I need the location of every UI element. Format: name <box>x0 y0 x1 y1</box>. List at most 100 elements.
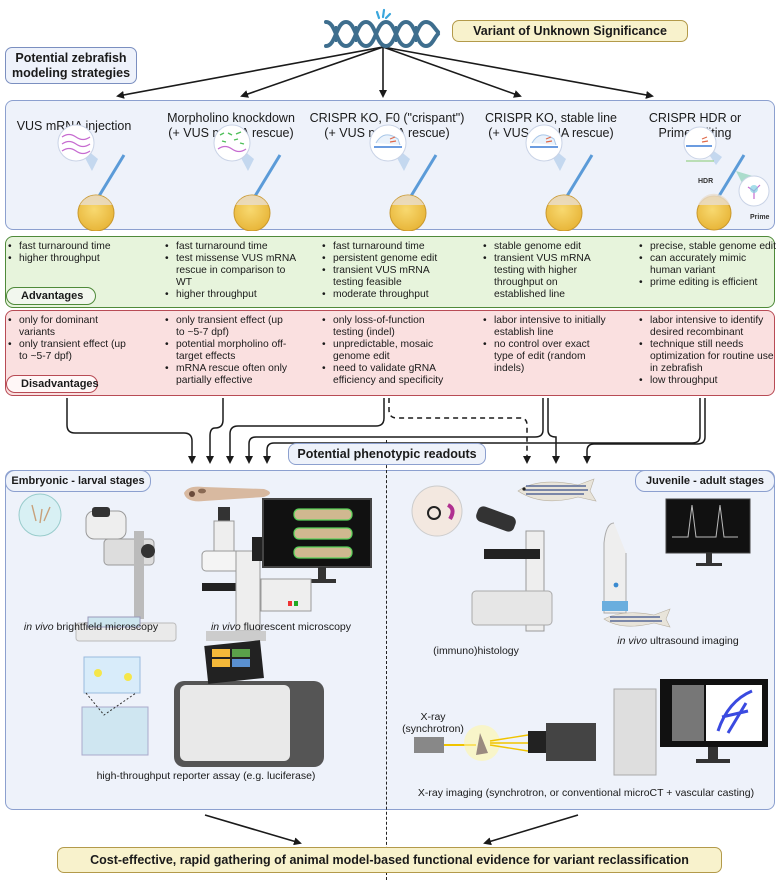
ultrasound-caption-text: ultrasound imaging <box>647 635 739 647</box>
list-item: higher throughput <box>6 253 156 265</box>
histology-caption: (immuno)histology <box>416 645 536 657</box>
disadvantages-panel: only for dominant variants only transien… <box>5 310 775 396</box>
advantages-column-4: stable genome edit transient VUS mRNA te… <box>481 241 611 301</box>
list-item: only for dominant variants <box>6 315 136 339</box>
strategy-4-line1: CRISPR KO, stable line <box>485 111 617 125</box>
disadvantages-column-3: only loss-of-function testing (indel) un… <box>320 315 470 387</box>
list-item: only loss-of-function testing (indel) <box>320 315 440 339</box>
brightfield-caption: in vivo brightfield microscopy <box>6 621 176 633</box>
list-item: unpredictable, mosaic genome edit <box>320 339 445 363</box>
vus-label: Variant of Unknown Significance <box>473 24 667 38</box>
crispr-stable-injection-embryo-icon <box>525 124 594 231</box>
brightfield-caption-text: brightfield microscopy <box>53 621 159 633</box>
stereo-microscope-icon <box>18 493 177 642</box>
xray-source-label: X-ray (synchrotron) <box>401 711 465 735</box>
advantages-panel: fast turnaround time higher throughput f… <box>5 236 777 308</box>
mutation-spark-icon <box>375 8 392 20</box>
readouts-panel: Embryonic - larval stages Juvenile - adu… <box>5 470 775 810</box>
disadvantages-label: Disadvantages <box>21 378 99 390</box>
readout-illustrations <box>18 478 768 776</box>
arrow-from-adult <box>483 814 579 846</box>
arrow-to-strategy-1 <box>116 46 384 99</box>
advantages-tag: Advantages <box>6 287 96 305</box>
conclusion-text: Cost-effective, rapid gathering of anima… <box>90 853 689 867</box>
adult-stage-tag: Juvenile - adult stages <box>635 470 775 492</box>
list-item: fast turnaround time <box>6 241 156 253</box>
list-item: labor intensive to identify desired reco… <box>637 315 777 339</box>
list-item: test missense VUS mRNA rescue in compari… <box>163 253 298 289</box>
strategies-panel: VUS mRNA injection Morpholino knockdown … <box>5 100 775 231</box>
list-item: potential morpholino off-target effects <box>163 339 288 363</box>
list-item: can accurately mimic human variant <box>637 253 777 277</box>
strategy-2-line1: Morpholino knockdown <box>167 111 295 125</box>
list-item: precise, stable genome edit <box>637 241 777 253</box>
embryonic-stage-tag: Embryonic - larval stages <box>5 470 151 492</box>
fluorescent-caption: in vivo fluorescent microscopy <box>196 621 366 633</box>
xray-source-line2: (synchrotron) <box>402 723 464 735</box>
advantages-column-1: fast turnaround time higher throughput <box>6 241 156 265</box>
compound-microscope-histology-icon <box>411 485 553 632</box>
readouts-heading-badge: Potential phenotypic readouts <box>288 443 486 465</box>
zebrafish-larva-icon <box>184 486 270 502</box>
morpholino-injection-embryo-icon <box>213 124 282 231</box>
list-item: persistent genome edit <box>320 253 470 265</box>
reporter-assay-caption: high-throughput reporter assay (e.g. luc… <box>56 770 356 782</box>
list-item: low throughput <box>637 375 777 387</box>
arrow-to-strategy-2 <box>240 46 384 98</box>
fluorescent-caption-text: fluorescent microscopy <box>240 621 352 633</box>
disadvantages-tag: Disadvantages <box>6 375 99 393</box>
route-4b <box>547 398 560 464</box>
reporter-assay-caption-text: high-throughput reporter assay (e.g. luc… <box>96 770 316 782</box>
xray-caption-text: X-ray imaging (synchrotron, or conventio… <box>417 787 755 799</box>
crispant-injection-embryo-icon <box>369 124 438 231</box>
arrow-to-strategy-4 <box>382 46 522 98</box>
strategies-heading-line1: Potential zebrafish <box>15 50 127 65</box>
injection-illustrations <box>57 124 770 231</box>
strategies-heading: Potential zebrafish modeling strategies <box>12 51 130 81</box>
dna-helix-icon <box>324 8 440 49</box>
disadvantages-column-1: only for dominant variants only transien… <box>6 315 136 363</box>
list-item: stable genome edit <box>481 241 611 253</box>
list-item: moderate throughput <box>320 289 470 301</box>
list-item: technique still needs optimization for r… <box>637 339 777 375</box>
list-item: transient VUS mRNA testing feasible <box>320 265 438 289</box>
list-item: labor intensive to initially establish l… <box>481 315 621 339</box>
strategies-heading-line2: modeling strategies <box>11 65 131 80</box>
advantages-column-3: fast turnaround time persistent genome e… <box>320 241 470 301</box>
brightfield-caption-prefix: in vivo <box>23 621 54 633</box>
advantages-column-2: fast turnaround time test missense VUS m… <box>163 241 298 301</box>
ultrasound-probe-icon <box>602 522 628 614</box>
list-item: transient VUS mRNA testing with higher t… <box>481 253 611 301</box>
adult-stage-label: Juvenile - adult stages <box>646 475 764 487</box>
list-item: fast turnaround time <box>320 241 470 253</box>
adult-zebrafish-ultrasound-icon <box>603 608 671 628</box>
vus-badge: Variant of Unknown Significance <box>452 20 688 42</box>
disadvantages-column-4: labor intensive to initially establish l… <box>481 315 621 375</box>
list-item: higher throughput <box>163 289 298 301</box>
list-item: only transient effect (up to ~5-7 dpf) <box>6 339 136 363</box>
list-item: prime editing is efficient <box>637 277 777 289</box>
route-2 <box>206 398 224 464</box>
conclusion-box: Cost-effective, rapid gathering of anima… <box>57 847 722 873</box>
disadvantages-column-2: only transient effect (up to ~5-7 dpf) p… <box>163 315 288 387</box>
ultrasound-caption-prefix: in vivo <box>617 635 648 647</box>
route-5b <box>583 398 706 464</box>
hdr-prime-injection-embryo-icon <box>683 126 770 231</box>
xray-caption: X-ray imaging (synchrotron, or conventio… <box>396 787 776 799</box>
dna-fanout-arrows <box>116 46 654 99</box>
embryonic-stage-label: Embryonic - larval stages <box>11 475 145 487</box>
histology-caption-text: (immuno)histology <box>433 645 519 657</box>
ultrasound-monitor-icon <box>665 498 751 566</box>
ultrasound-caption: in vivo ultrasound imaging <box>598 635 758 647</box>
xray-source-line1: X-ray <box>420 711 446 723</box>
disadvantages-column-5: labor intensive to identify desired reco… <box>637 315 777 387</box>
adult-zebrafish-icon <box>517 478 597 502</box>
mrna-injection-embryo-icon <box>57 124 126 231</box>
advantages-column-5: precise, stable genome edit can accurate… <box>637 241 777 289</box>
arrow-from-embryonic <box>204 814 302 846</box>
prime-label: Prime <box>750 214 770 221</box>
route-1 <box>66 398 196 464</box>
list-item: only transient effect (up to ~5-7 dpf) <box>163 315 288 339</box>
strategy-3-line1: CRISPR KO, F0 ("crispant") <box>309 111 465 125</box>
fluorescent-caption-prefix: in vivo <box>210 621 241 633</box>
